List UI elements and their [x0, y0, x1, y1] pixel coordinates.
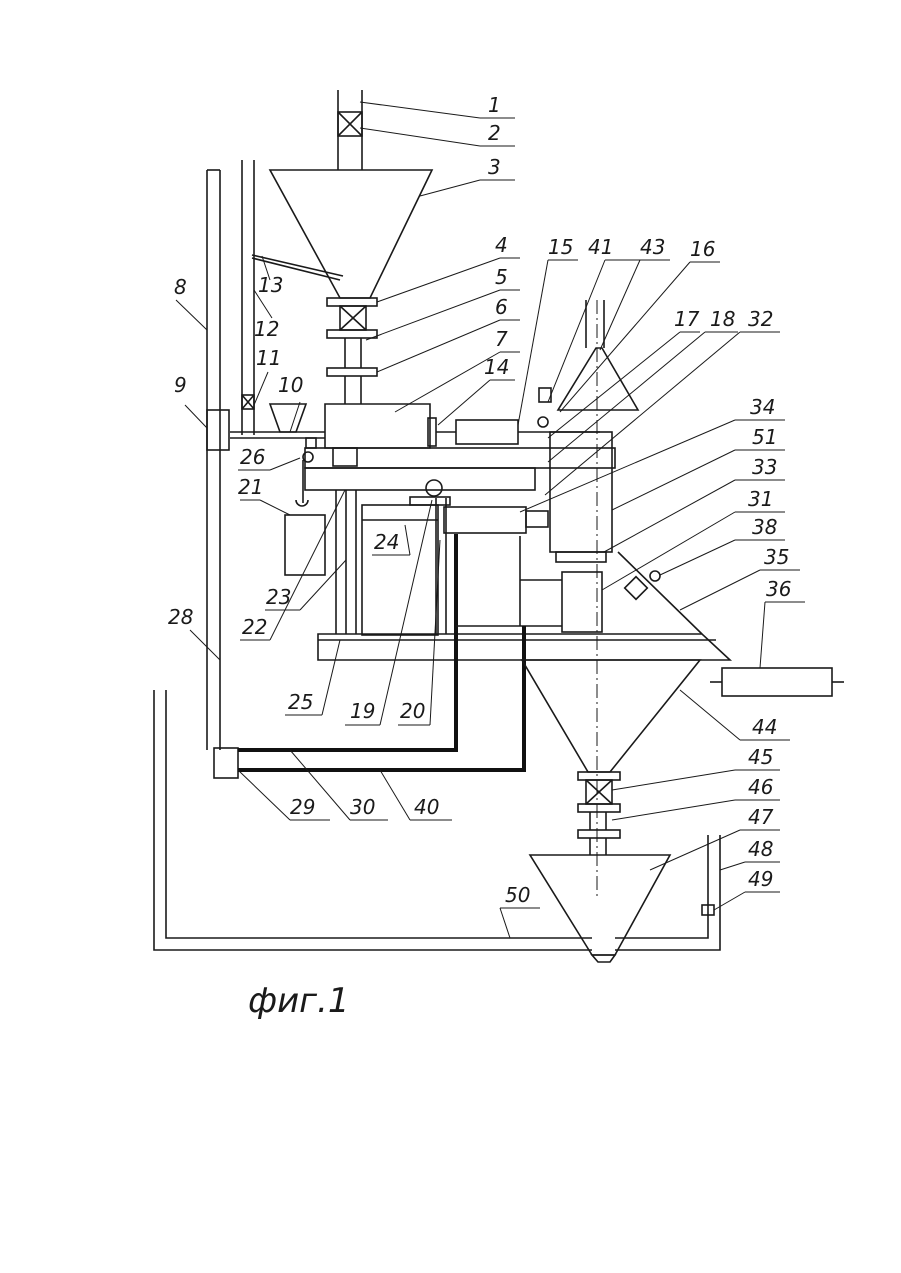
- label-21: 21: [238, 475, 263, 499]
- label-40: 40: [414, 795, 439, 819]
- motor: [722, 668, 832, 696]
- label-22: 22: [242, 615, 267, 639]
- label-12: 12: [254, 317, 279, 341]
- label-45: 45: [748, 745, 773, 769]
- right-column: [520, 300, 612, 900]
- inlet-pipe: [338, 90, 362, 170]
- label-24: 24: [374, 530, 399, 554]
- label-49: 49: [748, 867, 773, 891]
- top-hopper: [270, 170, 432, 298]
- label-18: 18: [710, 307, 735, 331]
- label-19: 19: [350, 699, 375, 723]
- label-3: 3: [488, 155, 501, 179]
- label-4: 4: [495, 233, 508, 257]
- label-5: 5: [495, 265, 508, 289]
- label-30: 30: [350, 795, 375, 819]
- bottom-hopper: [530, 855, 670, 955]
- label-9: 9: [174, 373, 187, 397]
- label-46: 46: [748, 775, 773, 799]
- label-1: 1: [488, 93, 501, 117]
- label-14: 14: [484, 355, 509, 379]
- label-6: 6: [495, 295, 508, 319]
- label-29: 29: [290, 795, 315, 819]
- label-31: 31: [748, 487, 773, 511]
- label-23: 23: [266, 585, 291, 609]
- label-15: 15: [548, 235, 573, 259]
- label-25: 25: [288, 690, 313, 714]
- label-35: 35: [764, 545, 789, 569]
- label-41: 41: [588, 235, 613, 259]
- label-10: 10: [278, 373, 303, 397]
- label-17: 17: [674, 307, 700, 331]
- label-2: 2: [488, 121, 501, 145]
- label-28: 28: [168, 605, 193, 629]
- frame: [305, 448, 615, 635]
- label-32: 32: [748, 307, 773, 331]
- label-36: 36: [766, 577, 791, 601]
- label-47: 47: [748, 805, 774, 829]
- lower-valves: [578, 772, 620, 855]
- label-48: 48: [748, 837, 773, 861]
- label-51: 51: [752, 425, 777, 449]
- label-13: 13: [258, 273, 283, 297]
- figure-caption: фиг.1: [248, 981, 349, 1021]
- label-34: 34: [750, 395, 775, 419]
- label-11: 11: [256, 346, 281, 370]
- label-50: 50: [505, 883, 530, 907]
- label-8: 8: [174, 275, 187, 299]
- label-26: 26: [240, 445, 265, 469]
- label-20: 20: [400, 699, 425, 723]
- label-33: 33: [752, 455, 777, 479]
- middle-hopper: [522, 660, 700, 772]
- leader-lines: [176, 102, 805, 938]
- label-44: 44: [752, 715, 777, 739]
- label-38: 38: [752, 515, 777, 539]
- label-43: 43: [640, 235, 665, 259]
- valve-column: [327, 298, 377, 404]
- left-pipes: [207, 160, 254, 778]
- label-16: 16: [690, 237, 715, 261]
- label-7: 7: [495, 327, 508, 351]
